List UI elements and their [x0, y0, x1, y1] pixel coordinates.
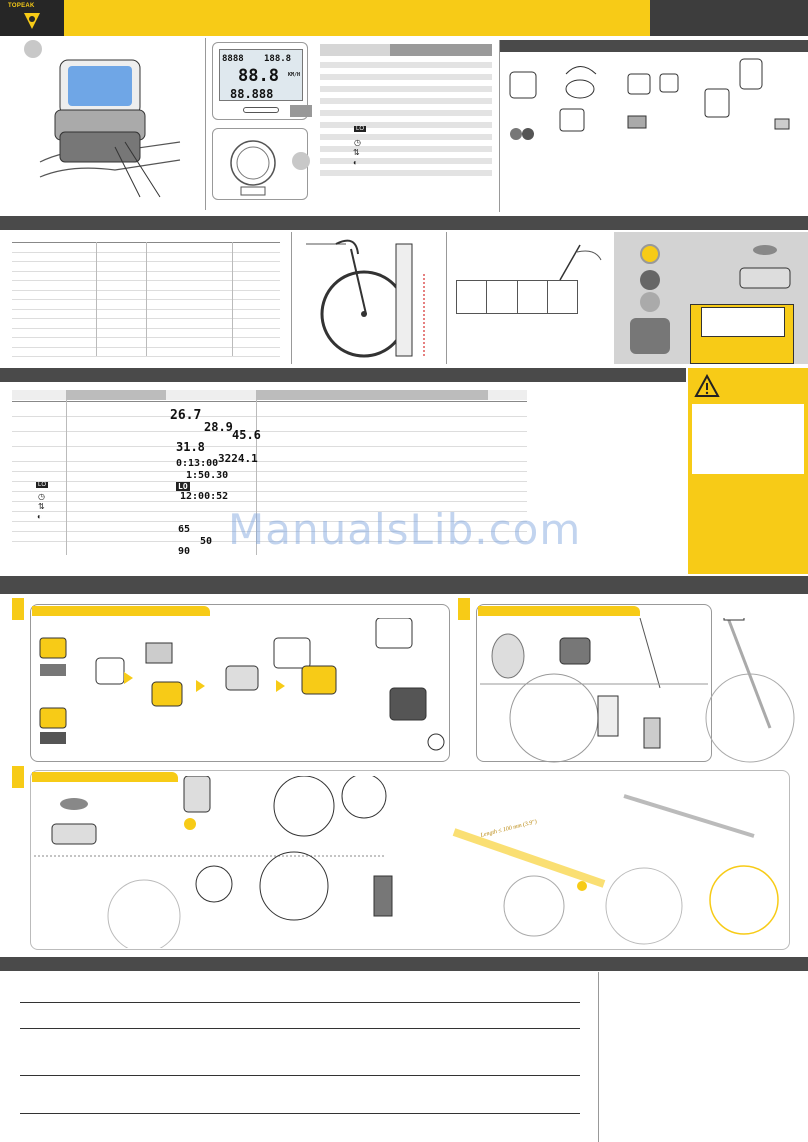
table-col-line [232, 242, 233, 356]
val-avg: 28.9 [204, 420, 233, 434]
step-marker-c [12, 766, 24, 788]
table-col-line [66, 390, 67, 555]
table-col-line [256, 390, 257, 555]
display-table [12, 401, 527, 542]
notes-line-1 [20, 1002, 580, 1003]
section-2-bar [0, 216, 808, 230]
label-tag [290, 105, 312, 117]
val-trip: 31.8 [176, 440, 205, 454]
divider [291, 232, 292, 364]
install-steps-b-illustration [480, 618, 795, 763]
arrow-right-icon [276, 680, 285, 692]
val-odo: 3224.1 [218, 452, 258, 465]
install-steps-a-illustration [39, 618, 445, 751]
row-arrows-icon: ⇅ [38, 502, 45, 511]
table-col-line [146, 242, 147, 356]
notes-divider [598, 972, 599, 1142]
val-lo: LO [176, 482, 190, 491]
val-max: 45.6 [232, 428, 261, 442]
function-header [320, 44, 492, 56]
lo-battery-icon: LO [354, 126, 367, 132]
function-rows [320, 62, 492, 182]
install-panel-a-tab [32, 606, 210, 616]
install-panel-c-tab [32, 772, 178, 782]
install-panel-c [30, 770, 790, 950]
display-table-header [12, 390, 527, 400]
install-panel-b-tab [478, 606, 640, 616]
warning-panel [688, 368, 808, 574]
divider [205, 38, 206, 210]
val-speed: 26.7 [170, 408, 202, 423]
box-split [547, 280, 548, 314]
warning-image [692, 404, 804, 474]
lcd-main: 88.8 [238, 66, 279, 86]
step-circle-2 [292, 152, 310, 170]
install-steps-c-illustration [34, 776, 779, 948]
toggle-icon: ◐ [353, 158, 358, 167]
battery-yellow-panel [690, 304, 794, 364]
notes-line-4 [20, 1113, 580, 1114]
pen-hand-icon [559, 244, 602, 281]
lcd-unit: KM/H [288, 72, 301, 78]
sensor-back-icon [630, 318, 670, 354]
val-clock-time: 1:50.30 [186, 470, 229, 481]
mount-battery-illustration [739, 245, 791, 289]
step-marker-b [458, 598, 470, 620]
up-down-arrows-icon: ⇅ [353, 148, 360, 157]
lcd-top-right: 188.8 [264, 54, 292, 64]
header-dark-bar [650, 0, 808, 36]
watermark: ManualsLib.com [228, 505, 582, 554]
val-90: 90 [178, 546, 191, 557]
val-time: 0:13:00 [176, 458, 219, 469]
back-mount-icon [230, 140, 276, 196]
brand-name: TOPEAK [8, 3, 35, 9]
battery-coin-icon [640, 244, 660, 264]
val-65: 65 [178, 524, 191, 535]
val-50: 50 [200, 536, 213, 547]
wheel-measure-diagram [306, 239, 425, 358]
lcd-screen: 8888 188.8 88.8 KM/H 88.888 [219, 49, 303, 101]
section-5-bar [0, 957, 808, 971]
lcd-display: 8888 188.8 88.8 KM/H 88.888 [212, 42, 308, 120]
notes-line-2 [20, 1028, 580, 1029]
lcd-top-left: 8888 [222, 54, 244, 64]
parts-header-bar [500, 40, 808, 52]
header-yellow-bar [64, 0, 650, 36]
row-clock-icon: ◷ [38, 492, 45, 501]
section-3-bar [0, 368, 686, 382]
box-split [517, 280, 518, 314]
row-lo-icon: LO [36, 482, 49, 488]
clock-icon: ◷ [354, 138, 361, 147]
divider [499, 40, 500, 212]
topeak-triangle-icon [24, 13, 40, 29]
row-toggle-icon: ◐ [37, 512, 42, 521]
arrow-right-icon [196, 680, 205, 692]
box-split [486, 280, 487, 314]
battery-seal-icon [640, 292, 660, 312]
lcd-bottom: 88.888 [230, 87, 274, 101]
lcd-button[interactable] [243, 107, 279, 113]
divider [446, 232, 447, 364]
step-marker-a [12, 598, 24, 620]
notes-line-3 [20, 1075, 580, 1076]
warning-triangle-icon [694, 374, 720, 397]
topeak-logo: TOPEAK [0, 0, 64, 36]
package-contents-illustration [509, 58, 790, 140]
battery-cover-icon [640, 270, 660, 290]
section-4-bar [0, 576, 808, 594]
arrow-right-icon [124, 672, 133, 684]
computer-on-mount-illustration [39, 59, 181, 198]
table-col-line [96, 242, 97, 356]
step-circle-1 [24, 40, 42, 58]
val-clock: 12:00:52 [180, 491, 229, 502]
